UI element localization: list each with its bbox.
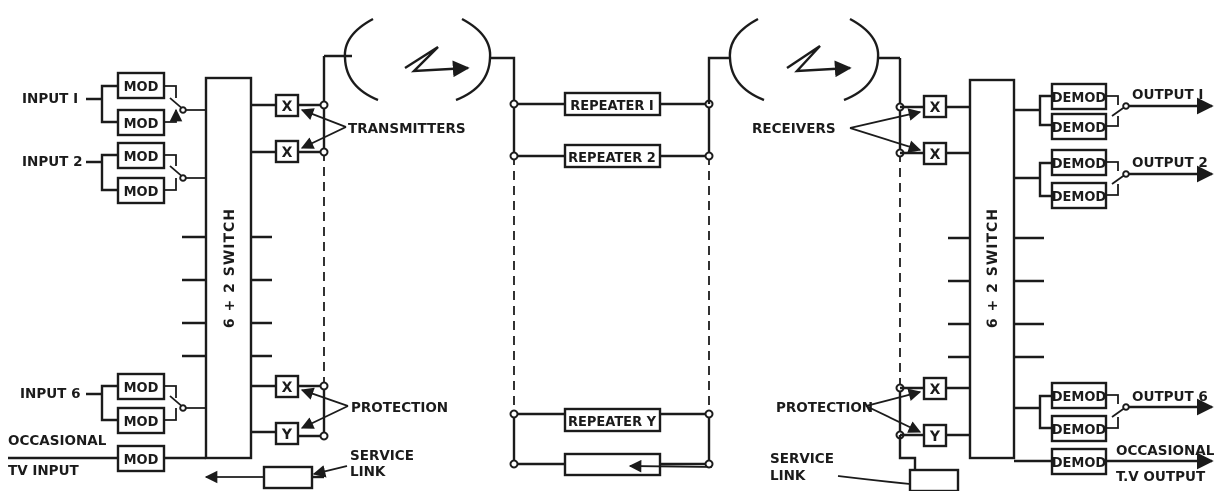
switch-to-demod-lines: [1014, 94, 1052, 463]
svg-text:DEMOD: DEMOD: [1052, 157, 1107, 172]
switch-right: 6 + 2 SWITCH: [968, 78, 1016, 460]
switch-left-stubs: [182, 235, 272, 358]
svg-text:DEMOD: DEMOD: [1052, 190, 1107, 205]
mod-1a: MOD: [116, 71, 166, 100]
input-feed-lines: [8, 84, 118, 460]
left-antenna-to-repeaters: [490, 56, 516, 104]
svg-text:X: X: [930, 147, 941, 163]
service-link-right-line1: SERVICE: [770, 451, 834, 467]
svg-text:MOD: MOD: [124, 415, 159, 430]
left-radio-hop: [343, 17, 516, 104]
repeater-section: REPEATER I REPEATER 2 REPEATER Y: [509, 56, 730, 477]
output-6-label: OUTPUT 6: [1132, 389, 1208, 405]
svg-text:DEMOD: DEMOD: [1052, 121, 1107, 136]
receiver-x-2: X: [922, 141, 948, 166]
svg-text:REPEATER Y: REPEATER Y: [568, 415, 657, 430]
demod-2a: DEMOD: [1050, 148, 1108, 177]
occasional-tv-output-label-line2: T.V OUTPUT: [1116, 469, 1206, 485]
output-1-label: OUTPUT I: [1132, 87, 1203, 103]
svg-text:6 + 2 SWITCH: 6 + 2 SWITCH: [985, 208, 1001, 328]
protection-x: X: [274, 374, 300, 399]
svg-text:REPEATER I: REPEATER I: [570, 99, 653, 114]
input-2-label: INPUT 2: [22, 154, 82, 170]
svg-text:DEMOD: DEMOD: [1052, 91, 1107, 106]
svg-text:Y: Y: [929, 429, 941, 445]
switch-to-transmitter-lines: [251, 103, 276, 434]
demod-6a: DEMOD: [1050, 381, 1108, 410]
svg-text:MOD: MOD: [124, 117, 159, 132]
demod-1a: DEMOD: [1050, 82, 1108, 111]
transmitter-x-2: X: [274, 139, 300, 164]
svg-text:Y: Y: [281, 427, 293, 443]
transmitter-x-1: X: [274, 93, 300, 118]
svg-text:MOD: MOD: [124, 80, 159, 95]
service-link-left-line1: SERVICE: [350, 448, 414, 464]
svg-text:MOD: MOD: [124, 453, 159, 468]
service-link-right-line2: LINK: [770, 468, 806, 484]
receiver-protection-x: X: [922, 376, 948, 401]
service-link-box-left: [262, 465, 314, 490]
service-link-repeater-box: [563, 452, 662, 477]
svg-text:X: X: [282, 99, 293, 115]
receivers-label: RECEIVERS: [752, 121, 836, 137]
output-2-label: OUTPUT 2: [1132, 155, 1208, 171]
svg-text:DEMOD: DEMOD: [1052, 423, 1107, 438]
demod-changeover-switches: [1106, 95, 1214, 470]
repeater-2: REPEATER 2: [563, 143, 662, 169]
demod-occasional: DEMOD: [1050, 447, 1108, 476]
left-terminal: INPUT I INPUT 2 INPUT 6 OCCASIONAL TV IN…: [8, 54, 466, 490]
svg-text:DEMOD: DEMOD: [1052, 390, 1107, 405]
transmitters-label: TRANSMITTERS: [348, 121, 466, 137]
mod-changeover-switches: [164, 85, 206, 460]
svg-text:X: X: [282, 145, 293, 161]
mod-2b: MOD: [116, 176, 166, 205]
mod-6a: MOD: [116, 372, 166, 401]
protection-y: Y: [274, 421, 300, 446]
svg-text:MOD: MOD: [124, 381, 159, 396]
svg-text:MOD: MOD: [124, 185, 159, 200]
service-link-left-line2: LINK: [350, 464, 386, 480]
repeaters-to-right-antenna: [707, 56, 730, 104]
svg-text:DEMOD: DEMOD: [1052, 456, 1107, 471]
mod-1b: MOD: [116, 108, 166, 137]
service-link-right-line: [898, 435, 917, 470]
mod-6b: MOD: [116, 406, 166, 435]
right-radio-hop: [728, 17, 900, 102]
switch-left: 6 + 2 SWITCH: [204, 76, 253, 460]
input-6-label: INPUT 6: [20, 386, 80, 402]
protection-label-left: PROTECTION: [351, 400, 448, 416]
demod-6b: DEMOD: [1050, 414, 1108, 443]
receiver-x-1: X: [922, 94, 948, 119]
svg-text:6 + 2 SWITCH: 6 + 2 SWITCH: [222, 208, 238, 328]
receiver-protection-y: Y: [922, 423, 948, 448]
svg-text:X: X: [930, 100, 941, 116]
switch-right-stubs: [948, 236, 1044, 359]
right-terminal: X X X Y RECEIVERS PROTECTION SERVICE LIN…: [752, 58, 1215, 491]
demod-1b: DEMOD: [1050, 112, 1108, 141]
svg-text:X: X: [930, 382, 941, 398]
repeater-y: REPEATER Y: [563, 407, 662, 433]
protection-label-right: PROTECTION: [776, 400, 873, 416]
transmitter-output-lines: [298, 103, 324, 438]
svg-text:X: X: [282, 380, 293, 396]
mod-occasional: MOD: [116, 444, 166, 473]
svg-text:REPEATER 2: REPEATER 2: [568, 151, 656, 166]
demod-2b: DEMOD: [1050, 181, 1108, 210]
input-1-label: INPUT I: [22, 91, 78, 107]
occasional-tv-input-label-line2: TV INPUT: [8, 463, 80, 479]
repeater-1: REPEATER I: [563, 91, 662, 117]
occasional-tv-input-label-line1: OCCASIONAL: [8, 433, 107, 449]
service-link-box-right: [908, 468, 960, 491]
svg-text:MOD: MOD: [124, 150, 159, 165]
mod-2a: MOD: [116, 141, 166, 170]
occasional-tv-output-label-line1: OCCASIONAL: [1116, 443, 1215, 459]
